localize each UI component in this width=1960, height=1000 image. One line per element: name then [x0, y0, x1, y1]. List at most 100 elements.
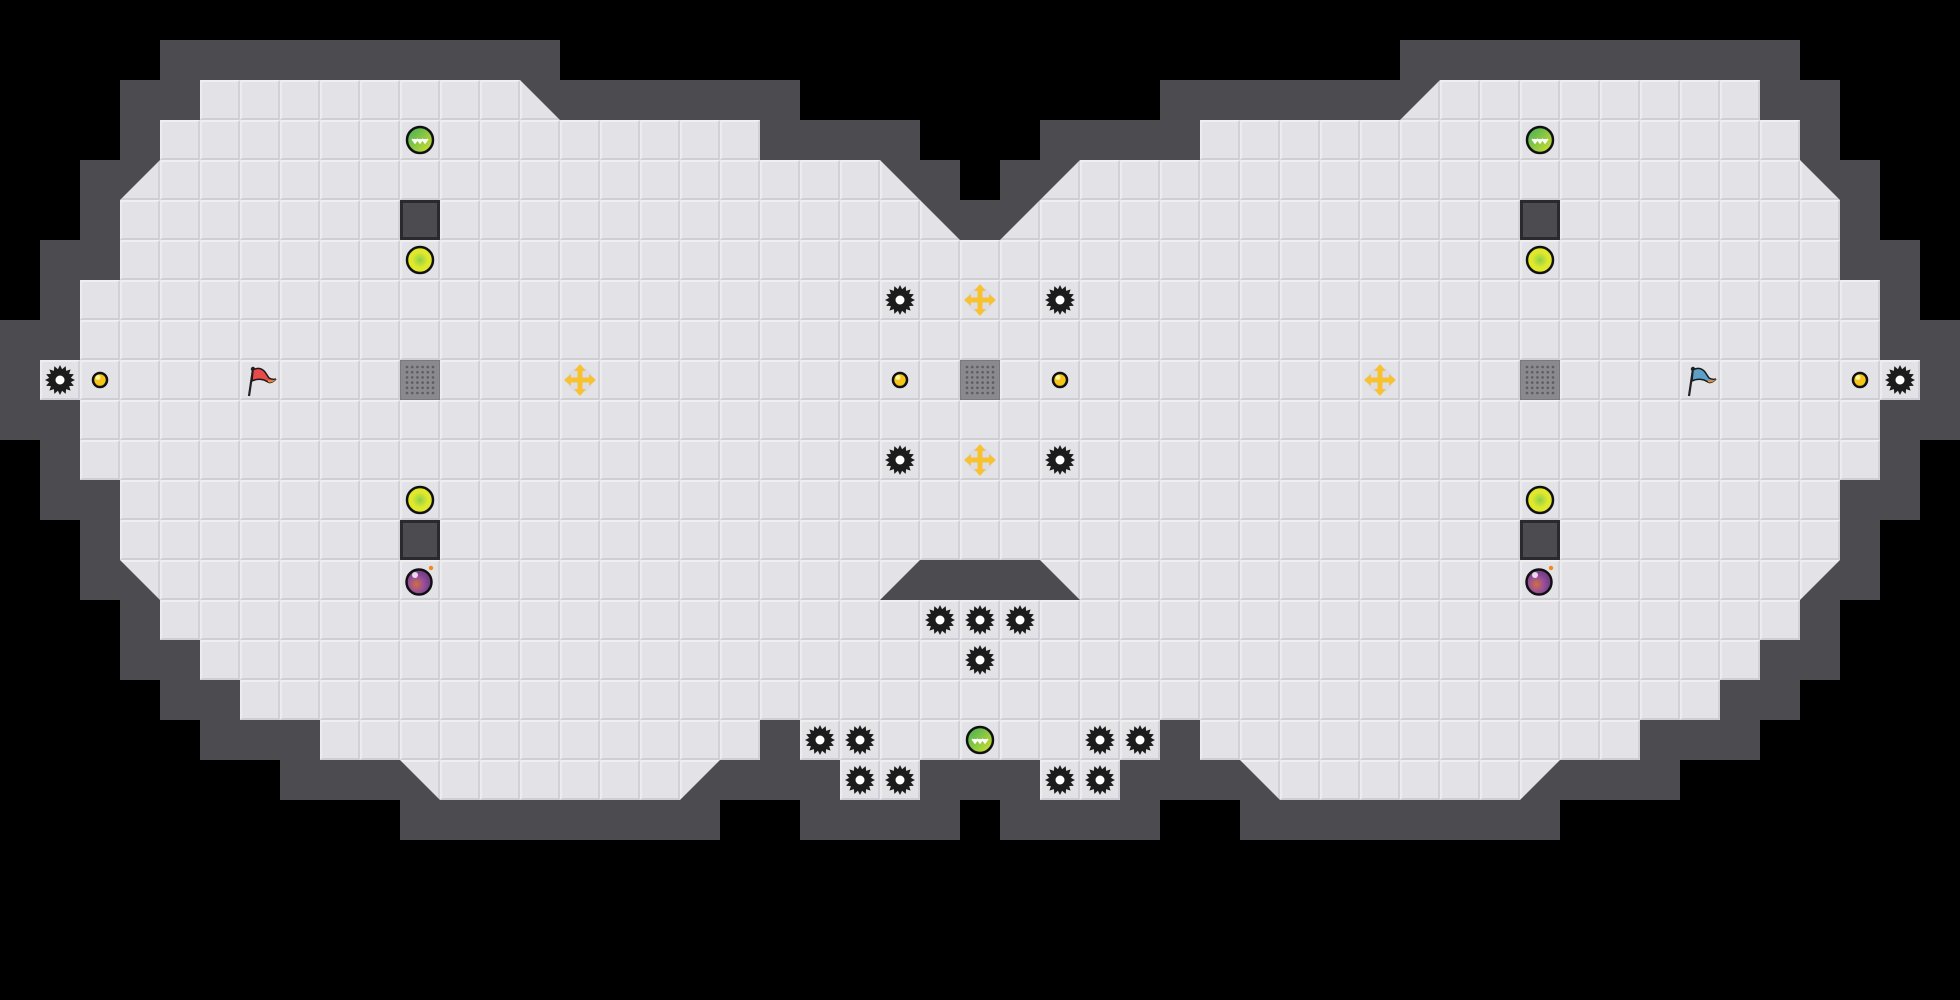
floor-tile — [1360, 400, 1400, 440]
wall-tile — [1720, 720, 1760, 760]
wall-tile — [1840, 520, 1880, 560]
floor-tile — [400, 720, 440, 760]
floor-tile — [160, 400, 200, 440]
floor-tile — [560, 200, 600, 240]
floor-tile — [280, 560, 320, 600]
floor-tile — [560, 120, 600, 160]
floor-tile — [1320, 400, 1360, 440]
wall-tile — [0, 320, 40, 360]
floor-tile — [1520, 680, 1560, 720]
floor-tile — [640, 120, 680, 160]
floor-tile — [160, 240, 200, 280]
wall-tile — [280, 720, 320, 760]
floor-tile — [1400, 640, 1440, 680]
floor-tile — [1560, 600, 1600, 640]
wall-tile — [1880, 400, 1920, 440]
wall-tile — [40, 480, 80, 520]
bomb-icon — [1520, 560, 1560, 600]
floor-tile — [840, 320, 880, 360]
spike-icon — [920, 600, 960, 640]
floor-tile — [480, 320, 520, 360]
floor-tile — [1760, 320, 1800, 360]
floor-tile — [680, 440, 720, 480]
floor-tile — [1320, 560, 1360, 600]
floor-tile — [1520, 440, 1560, 480]
floor-tile — [120, 240, 160, 280]
floor-tile — [1200, 600, 1240, 640]
floor-tile — [1160, 400, 1200, 440]
floor-tile — [360, 200, 400, 240]
wall-tile — [800, 120, 840, 160]
wall-tile — [1200, 760, 1240, 800]
floor-tile — [1080, 600, 1120, 640]
floor-tile — [1080, 680, 1120, 720]
wall-block — [400, 520, 440, 560]
wall-tile — [680, 80, 720, 120]
floor-tile — [1760, 560, 1800, 600]
speed-pad-icon — [560, 360, 600, 400]
spike-icon — [960, 600, 1000, 640]
floor-tile — [440, 400, 480, 440]
floor-tile — [1720, 600, 1760, 640]
spike-icon — [1000, 600, 1040, 640]
floor-tile — [680, 720, 720, 760]
wall-tile — [480, 800, 520, 840]
floor-tile — [1720, 80, 1760, 120]
floor-tile — [1560, 120, 1600, 160]
floor-tile — [120, 400, 160, 440]
diagonal-wall — [120, 560, 160, 600]
floor-tile — [1680, 680, 1720, 720]
spike-icon — [880, 280, 920, 320]
floor-tile — [1360, 520, 1400, 560]
floor-tile — [360, 720, 400, 760]
wall-tile — [320, 760, 360, 800]
floor-tile — [1280, 520, 1320, 560]
floor-tile — [200, 360, 240, 400]
floor-tile — [1200, 480, 1240, 520]
wall-tile — [1800, 120, 1840, 160]
wall-tile — [1680, 720, 1720, 760]
floor-tile — [120, 280, 160, 320]
floor-tile — [1120, 160, 1160, 200]
floor-tile — [1840, 440, 1880, 480]
floor-tile — [1280, 320, 1320, 360]
floor-tile — [880, 480, 920, 520]
floor-tile — [1160, 240, 1200, 280]
floor-tile — [720, 560, 760, 600]
floor-tile — [1440, 560, 1480, 600]
floor-tile — [1320, 120, 1360, 160]
floor-tile — [640, 400, 680, 440]
floor-tile — [240, 640, 280, 680]
wall-tile — [240, 40, 280, 80]
wall-tile — [1200, 80, 1240, 120]
floor-tile — [480, 520, 520, 560]
floor-tile — [160, 320, 200, 360]
floor-tile — [1440, 200, 1480, 240]
floor-tile — [880, 200, 920, 240]
floor-tile — [520, 440, 560, 480]
floor-tile — [1600, 80, 1640, 120]
boost-icon — [1520, 120, 1560, 160]
floor-tile — [1560, 320, 1600, 360]
floor-tile — [280, 80, 320, 120]
floor-tile — [1440, 600, 1480, 640]
floor-tile — [1640, 80, 1680, 120]
wall-block — [1520, 520, 1560, 560]
floor-tile — [800, 160, 840, 200]
floor-tile — [1760, 280, 1800, 320]
floor-tile — [240, 240, 280, 280]
floor-tile — [1400, 440, 1440, 480]
bomb-icon — [400, 560, 440, 600]
floor-tile — [1360, 720, 1400, 760]
floor-tile — [1440, 80, 1480, 120]
floor-tile — [1200, 320, 1240, 360]
wall-tile — [80, 480, 120, 520]
floor-tile — [1040, 320, 1080, 360]
floor-tile — [1000, 640, 1040, 680]
floor-tile — [440, 120, 480, 160]
floor-tile — [800, 440, 840, 480]
wall-tile — [1520, 800, 1560, 840]
floor-tile — [640, 280, 680, 320]
floor-tile — [1440, 320, 1480, 360]
wall-tile — [1040, 800, 1080, 840]
